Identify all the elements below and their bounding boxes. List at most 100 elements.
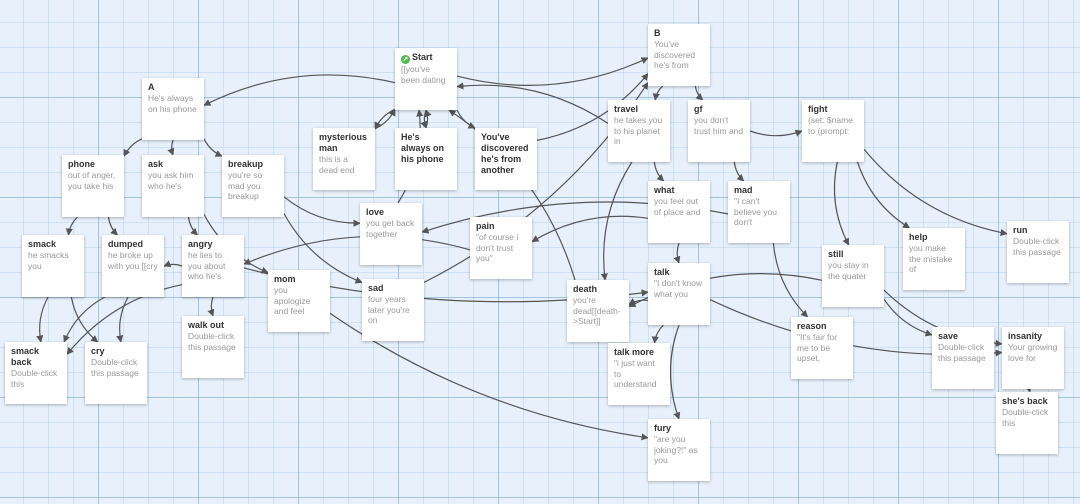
passage-title: phone (68, 159, 95, 169)
passage-excerpt: Your growing love for (1008, 342, 1058, 363)
passage-mysterious-man[interactable]: mysterious man this is a dead end (313, 128, 375, 190)
passage-excerpt: Double-click this (1002, 407, 1049, 428)
passage-a[interactable]: A He's always on his phone (142, 78, 204, 140)
passage-title: save (938, 331, 959, 341)
passage-still[interactable]: still you stay in the quater (822, 245, 884, 307)
link-travel-to-death (600, 161, 633, 281)
link-hesalways-to-start (424, 109, 432, 129)
link-pain-to-angry (243, 235, 471, 265)
passage-excerpt: four years later you're on (368, 294, 410, 325)
link-start-to-A (203, 74, 396, 106)
passage-travel[interactable]: travel he takes you to his planet in (608, 100, 670, 162)
passage-walk-out[interactable]: walk out Double-click this passage (182, 316, 244, 378)
passage-mom[interactable]: mom you apologize and feel (268, 270, 330, 332)
passage-title: mysterious man (319, 132, 368, 153)
passage-excerpt: Double-click this (11, 368, 58, 389)
link-angry-to-dumped (163, 260, 183, 268)
passage-fight[interactable]: fight (set: $name to (prompt: (802, 100, 864, 162)
passage-title: help (909, 232, 928, 242)
passage-excerpt: you're dead[[death->Start]] (573, 295, 621, 326)
link-talk-to-fury (669, 324, 681, 420)
passage-ask[interactable]: ask you ask him who he's (142, 155, 204, 217)
link-breakup-to-love (283, 196, 361, 227)
link-travel-to-what (653, 161, 665, 182)
link-B-to-gf (694, 85, 704, 101)
passage-title: A (148, 82, 155, 92)
passage-title: insanity (1008, 331, 1043, 341)
link-fight-to-run (863, 148, 1008, 237)
passage-smack-back[interactable]: smack back Double-click this (5, 342, 67, 404)
passage-title: sad (368, 283, 384, 293)
link-smack-to-cry (70, 296, 99, 343)
link-fight-to-help (856, 161, 911, 229)
passage-excerpt: "i just want to understand (614, 358, 657, 389)
passage-title: talk (654, 267, 670, 277)
link-A-to-phone (123, 138, 143, 157)
passage-smack[interactable]: smack he smacks you (22, 235, 84, 297)
passage-hes-always-on-his-phone[interactable]: He's always on his phone (395, 128, 457, 190)
link-what-to-pain (531, 215, 649, 243)
passage-excerpt: you don't trust him and (694, 115, 744, 136)
passage-talk[interactable]: talk "I don't know what you (648, 263, 710, 325)
passage-excerpt: he smacks you (28, 250, 69, 271)
passage-talk-more[interactable]: talk more "i just want to understand (608, 343, 670, 405)
passage-title: walk out (188, 320, 225, 330)
passage-pain[interactable]: pain "of course i don't trust you" (470, 217, 532, 279)
passage-reason[interactable]: reason "It's fair for me to be upset, (791, 317, 853, 379)
passage-title: He's always on his phone (401, 132, 445, 164)
link-mysterious-to-start (374, 108, 396, 130)
passage-save[interactable]: save Double-click this passage (932, 327, 994, 389)
link-gf-to-mad (733, 161, 745, 182)
passage-breakup[interactable]: breakup you're so mad you breakup (222, 155, 284, 217)
passage-excerpt: He's always on his phone (148, 93, 197, 114)
passage-excerpt: You've discovered he's from (654, 39, 696, 70)
passage-excerpt: he lies to you about who he's (188, 250, 226, 281)
link-ask-to-angry (187, 216, 199, 236)
passage-title: smack (28, 239, 57, 249)
passage-insanity[interactable]: insanity Your growing love for (1002, 327, 1064, 389)
link-B-to-travel (652, 85, 664, 101)
passage-title: cry (91, 346, 105, 356)
passage-b[interactable]: B You've discovered he's from (648, 24, 710, 86)
passage-sad[interactable]: sad four years later you're on (362, 279, 424, 341)
passage-title: ➚Start (401, 52, 433, 64)
passage-excerpt: he takes you to his planet in (614, 115, 663, 146)
passage-shes-back[interactable]: she's back Double-click this (996, 392, 1058, 454)
passage-title: fury (654, 423, 672, 433)
passage-excerpt: [[you've been dating (401, 64, 446, 85)
passage-help[interactable]: help you make the mistake of (903, 228, 965, 290)
passage-start[interactable]: ➚Start [[you've been dating (395, 48, 457, 110)
passage-excerpt: you're so mad you breakup (228, 170, 263, 201)
passage-cry[interactable]: cry Double-click this passage (85, 342, 147, 404)
link-talk-to-death (628, 298, 649, 306)
passage-excerpt: (set: $name to (prompt: (808, 115, 853, 136)
link-gf-to-fight (749, 129, 803, 137)
passage-title: she's back (1002, 396, 1048, 406)
passage-gf[interactable]: gf you don't trust him and (688, 100, 750, 162)
passage-mad[interactable]: mad "I can't believe you don't (728, 181, 790, 243)
passage-what[interactable]: what you feel out of place and (648, 181, 710, 243)
passage-youve-discovered[interactable]: You've discovered he's from another (475, 128, 537, 190)
link-dumped-to-cry (116, 296, 129, 343)
link-phone-to-dumped (107, 216, 119, 236)
passage-title: mom (274, 274, 296, 284)
passage-excerpt: Double-click this passage (1013, 236, 1061, 257)
passage-title: travel (614, 104, 639, 114)
link-start-to-hesalways (420, 109, 428, 129)
passage-death[interactable]: death you're dead[[death->Start]] (567, 280, 629, 342)
passage-dumped[interactable]: dumped he broke up with you [[cry (102, 235, 164, 297)
passage-title: talk more (614, 347, 655, 357)
passage-phone[interactable]: phone out of anger, you take his (62, 155, 124, 217)
passage-excerpt: "are you joking?!" as you (654, 434, 698, 465)
passage-title: ask (148, 159, 164, 169)
passage-excerpt: Double-click this passage (938, 342, 986, 363)
link-start-to-mysterious (374, 108, 396, 130)
passage-angry[interactable]: angry he lies to you about who he's (182, 235, 244, 297)
passage-excerpt: you get back together (366, 218, 415, 239)
passage-run[interactable]: run Double-click this passage (1007, 221, 1069, 283)
passage-fury[interactable]: fury "are you joking?!" as you (648, 419, 710, 481)
passage-love[interactable]: love you get back together (360, 203, 422, 265)
passage-title: still (828, 249, 844, 259)
passage-title: You've discovered he's from another (481, 132, 529, 175)
